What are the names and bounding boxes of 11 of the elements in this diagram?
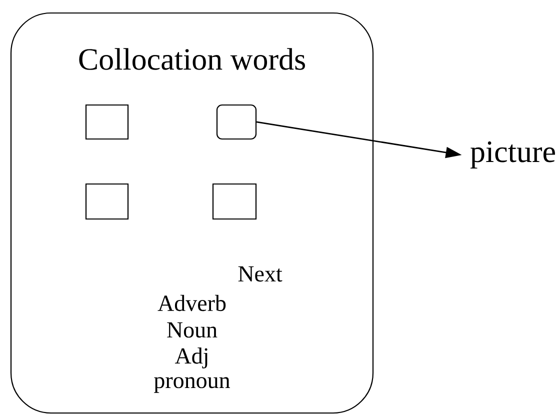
square-box: [212, 183, 257, 220]
panel-heading: Collocation words: [79, 48, 305, 70]
word-label: Adverb: [158, 294, 226, 312]
word-label: Next: [238, 266, 282, 282]
square-box: [85, 183, 129, 220]
square-box: [85, 104, 129, 140]
word-label: Noun: [167, 322, 218, 338]
picture-label: picture: [470, 141, 555, 169]
word-label: pronoun: [154, 377, 230, 393]
square-box: [216, 104, 257, 140]
word-label: Adj: [174, 348, 208, 368]
